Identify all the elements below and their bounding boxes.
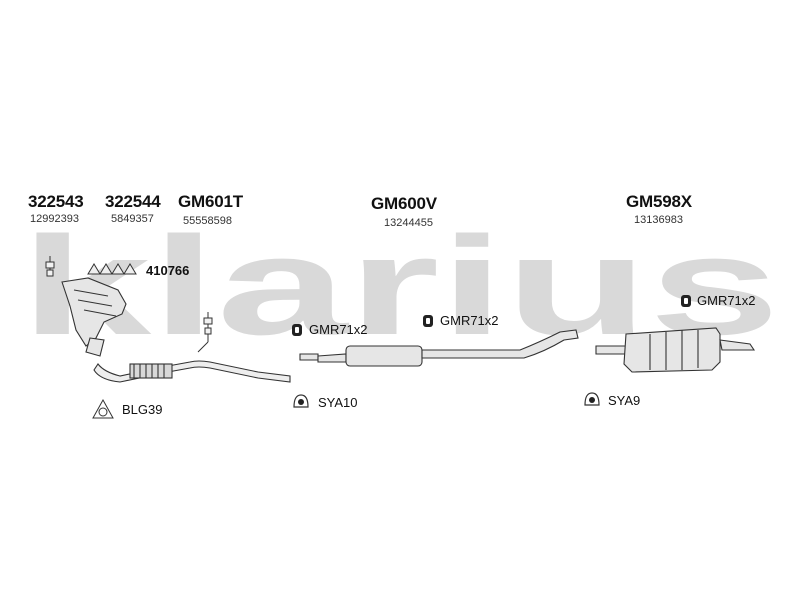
oe-number-GM601T: 55558598 [183, 215, 232, 227]
flange-gasket-icon [92, 399, 114, 419]
part-number-GM601T: GM601T [178, 192, 243, 211]
label-SYA9: SYA9 [608, 393, 641, 408]
centre-silencer-GM600V [299, 329, 579, 367]
lambda-sensor-icon [45, 256, 55, 277]
label-mount-c: GMR71x2 [697, 293, 756, 308]
manifold-gasket-icon [87, 263, 137, 275]
oe-number-GM600V: 13244455 [384, 217, 433, 229]
part-number-GM600V: GM600V [371, 194, 437, 213]
label-mount-b: GMR71x2 [440, 313, 499, 328]
rubber-mount-icon [681, 295, 691, 307]
pipe-clamp-icon [293, 394, 309, 408]
oe-number-322543: 12992393 [30, 213, 79, 225]
part-number-GM598X: GM598X [626, 192, 692, 211]
catalytic-converter-322543 [61, 277, 127, 357]
watermark: klarius [20, 222, 780, 352]
label-mount-a: GMR71x2 [309, 322, 368, 337]
watermark-text: klarius [20, 222, 780, 352]
label-BLG39: BLG39 [122, 402, 163, 417]
oe-number-322544: 5849357 [111, 213, 154, 225]
pipe-clamp-icon [584, 392, 600, 406]
part-number-322543: 322543 [28, 192, 84, 211]
rubber-mount-icon [292, 324, 302, 336]
oe-number-GM598X: 13136983 [634, 214, 683, 226]
lambda-sensor-icon [197, 312, 213, 353]
label-410766: 410766 [146, 263, 190, 278]
rubber-mount-icon [423, 315, 433, 327]
front-pipe-322544 [93, 360, 291, 383]
rear-silencer-GM598X [595, 327, 756, 373]
label-SYA10: SYA10 [318, 395, 358, 410]
part-number-322544: 322544 [105, 192, 161, 211]
